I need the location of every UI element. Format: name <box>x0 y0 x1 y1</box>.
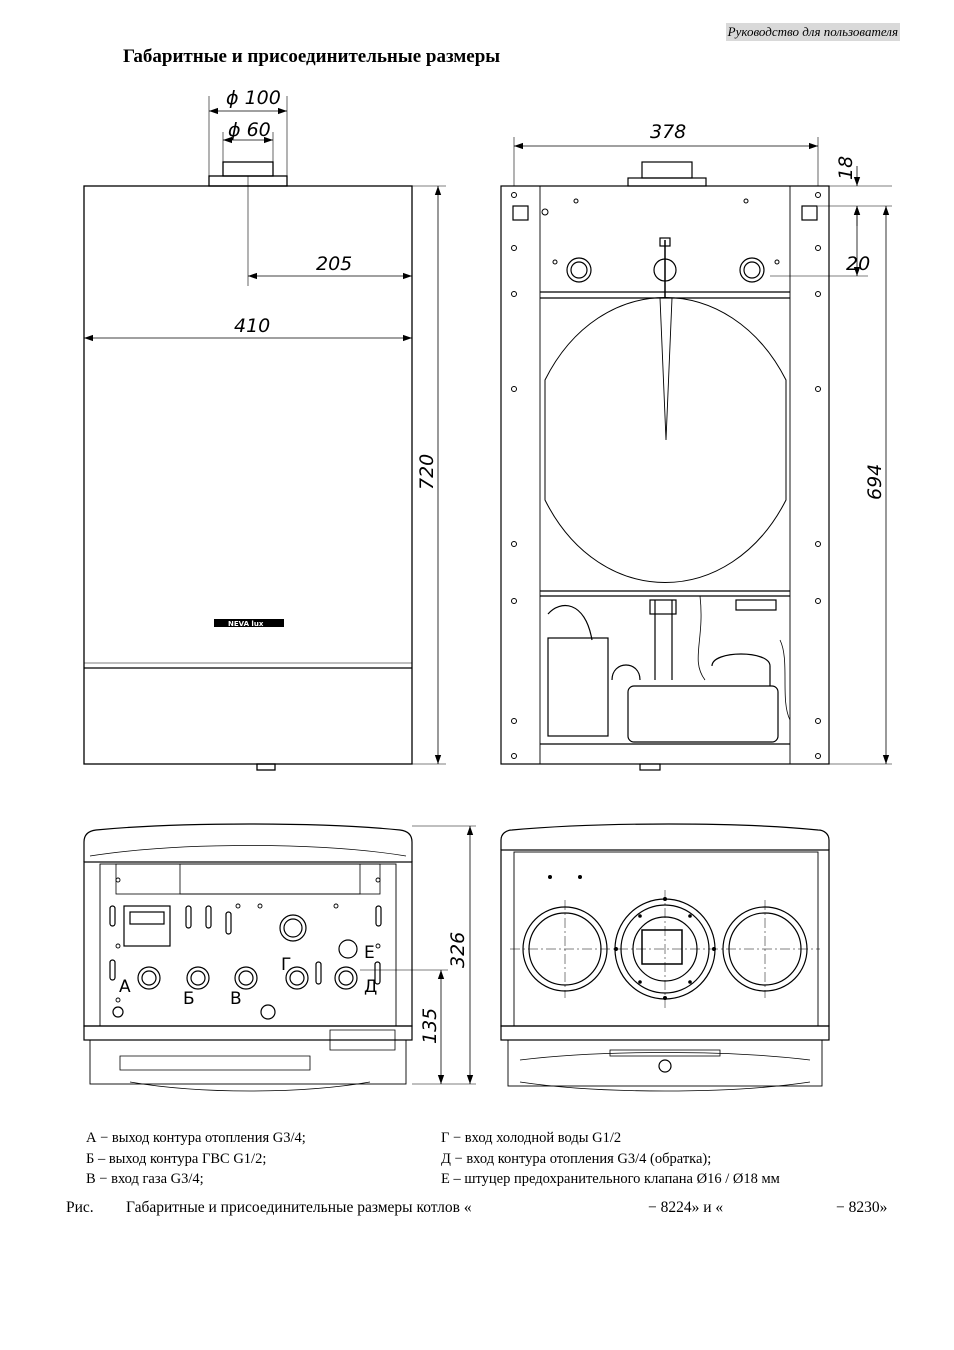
legend-right: Г − вход холодной воды G1/2 Д − вход кон… <box>441 1128 780 1190</box>
dim-flue-offset: 205 <box>316 253 352 275</box>
back-view-screws <box>511 192 821 759</box>
brand-text: NEVA lux <box>228 620 264 628</box>
top-view <box>500 823 830 1092</box>
top-view-screws <box>548 875 716 1000</box>
page-title: Габаритные и присоединительные размеры <box>123 46 501 67</box>
legend-item-a: А − выход контура отопления G3/4; <box>86 1130 306 1146</box>
dim-width-back: 378 <box>650 121 686 143</box>
header-tag: Руководство для пользователя <box>725 23 900 41</box>
caption-model-a: − 8224» и « <box>648 1199 724 1216</box>
letter-g: Г <box>281 955 291 975</box>
caption-model-b: − 8230» <box>836 1199 888 1216</box>
dim-width-front: 410 <box>234 315 270 337</box>
letter-v: В <box>230 989 242 1009</box>
back-view <box>500 161 830 771</box>
caption-label: Рис. <box>66 1199 94 1216</box>
dim-height-back: 694 <box>864 464 886 500</box>
legend-item-v: В − вход газа G3/4; <box>86 1171 204 1187</box>
dim-flue-outer: ϕ 100 <box>226 87 281 109</box>
dim-depth: 326 <box>447 932 469 968</box>
brand-logo: NEVA lux <box>214 619 284 628</box>
letter-d: Д <box>364 977 377 997</box>
dim-top-offset: 18 <box>835 156 857 180</box>
legend-item-d: Д − вход контура отопления G3/4 (обратка… <box>441 1150 712 1167</box>
legend-item-b: Б – выход контура ГВС G1/2; <box>86 1150 267 1167</box>
back-dim-lines <box>513 137 892 765</box>
front-view <box>83 96 446 771</box>
dim-flue-inner: ϕ 60 <box>228 119 271 141</box>
dim-pipe-height: 135 <box>419 1008 441 1044</box>
legend-item-g: Г − вход холодной воды G1/2 <box>441 1130 622 1146</box>
letter-e: Е <box>364 943 375 963</box>
front-dim-lines <box>84 107 442 764</box>
legend-left: А − выход контура отопления G3/4; Б – вы… <box>86 1128 306 1190</box>
dim-mount-offset: 20 <box>846 253 870 275</box>
legend-item-e: Е – штуцер предохранительного клапана Ø1… <box>441 1171 780 1187</box>
bottom-view <box>83 823 413 1092</box>
letter-a: А <box>119 977 131 997</box>
caption-text: Габаритные и присоединительные размеры к… <box>126 1199 472 1216</box>
letter-b: Б <box>183 989 195 1009</box>
bottom-view-screws <box>115 877 381 1003</box>
bottom-dim-lines <box>360 825 476 1085</box>
dim-height-front: 720 <box>416 454 438 490</box>
